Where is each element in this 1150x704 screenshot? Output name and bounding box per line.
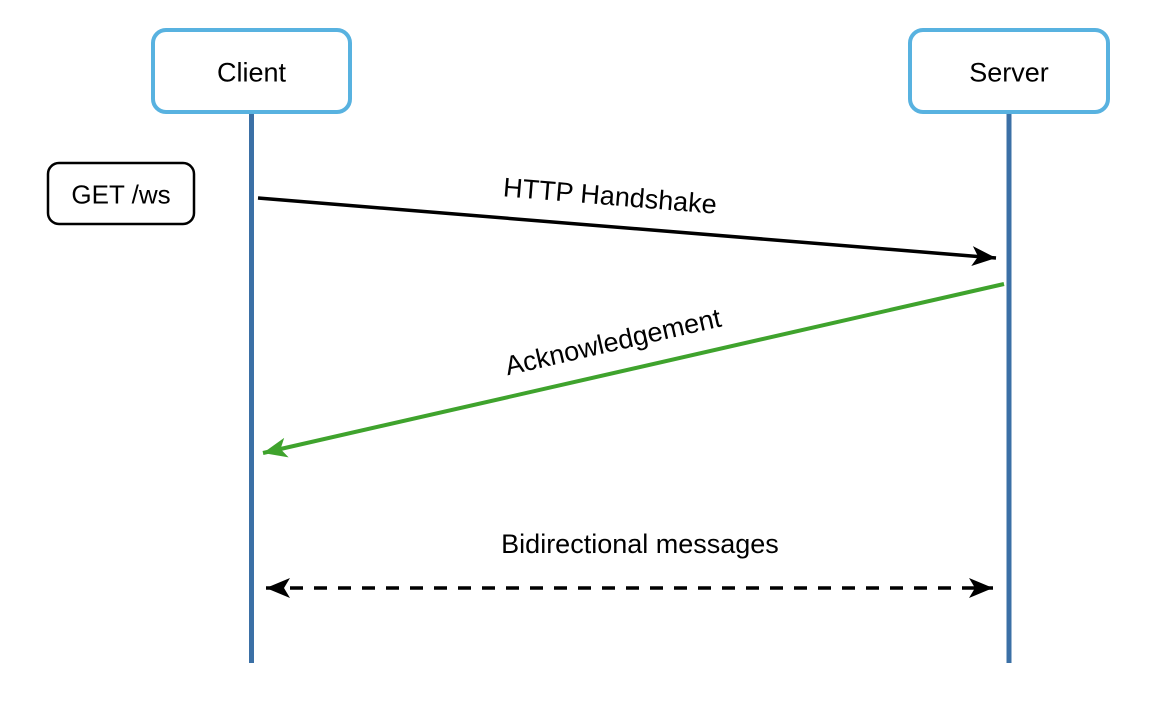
message-line-http-handshake (257, 196, 997, 267)
actor-box-client (151, 28, 352, 114)
note-box-get-ws (46, 161, 196, 226)
actor-label-server: Server (969, 58, 1049, 88)
actor-label-client: Client (217, 58, 287, 88)
actor-box-server (908, 28, 1110, 114)
message-label-http-handshake: HTTP Handshake (502, 172, 718, 219)
message-label-acknowledgement: Acknowledgement (502, 303, 724, 382)
message-line-acknowledgement (262, 282, 1005, 458)
note-label-get-ws: GET /ws (71, 180, 170, 210)
message-label-bidirectional: Bidirectional messages (501, 529, 779, 559)
